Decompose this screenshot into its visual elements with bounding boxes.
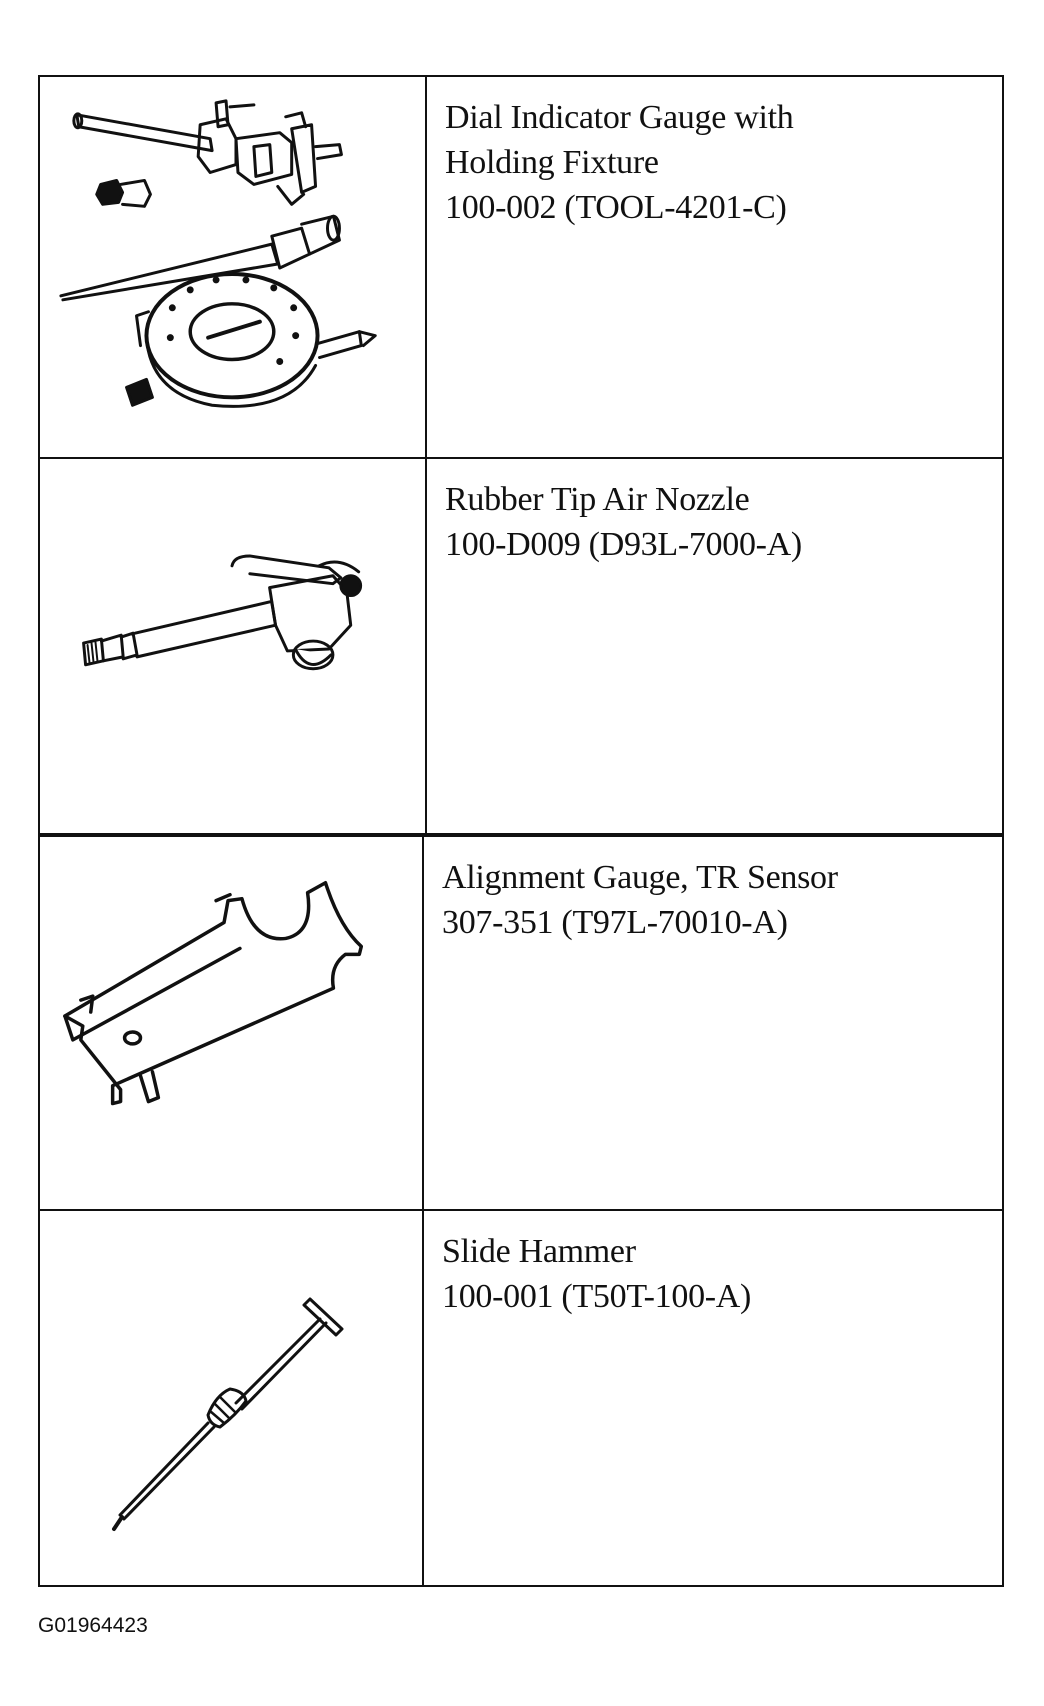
figure-id: G01964423: [38, 1614, 148, 1637]
tool-illustration-cell: [40, 1211, 422, 1585]
tool-description-cell: Rubber Tip Air Nozzle 100-D009 (D93L-700…: [425, 459, 1002, 833]
tool-part-number: 307-351 (T97L-70010-A): [442, 904, 788, 941]
tool-name: Dial Indicator Gauge with Holding Fixtur…: [445, 99, 794, 181]
alignment-gauge-icon: [63, 881, 364, 1106]
slide-hammer-icon: [112, 1297, 344, 1531]
tool-row: Alignment Gauge, TR Sensor 307-351 (T97L…: [40, 837, 1002, 1211]
tool-part-number: 100-002 (TOOL-4201-C): [445, 189, 787, 226]
tool-row: Rubber Tip Air Nozzle 100-D009 (D93L-700…: [40, 459, 1002, 837]
tool-row: Slide Hammer 100-001 (T50T-100-A): [40, 1211, 1002, 1585]
dial-indicator-gauge-icon: [59, 99, 377, 408]
tool-illustration-cell: [40, 459, 425, 833]
tool-part-number: 100-001 (T50T-100-A): [442, 1278, 752, 1315]
tool-name: Slide Hammer: [442, 1233, 636, 1270]
tool-name: Rubber Tip Air Nozzle: [445, 481, 750, 518]
tool-illustration-cell: [40, 77, 425, 457]
tool-description-cell: Dial Indicator Gauge with Holding Fixtur…: [425, 77, 1002, 457]
tool-row: Dial Indicator Gauge with Holding Fixtur…: [40, 77, 1002, 459]
tool-part-number: 100-D009 (D93L-7000-A): [445, 526, 802, 563]
tool-name: Alignment Gauge, TR Sensor: [442, 859, 838, 896]
air-nozzle-icon: [82, 554, 363, 671]
tool-illustration-cell: [40, 837, 422, 1209]
special-tools-table: Dial Indicator Gauge with Holding Fixtur…: [38, 75, 1004, 1587]
tool-description-cell: Alignment Gauge, TR Sensor 307-351 (T97L…: [422, 837, 1002, 1209]
tool-description-cell: Slide Hammer 100-001 (T50T-100-A): [422, 1211, 1002, 1585]
